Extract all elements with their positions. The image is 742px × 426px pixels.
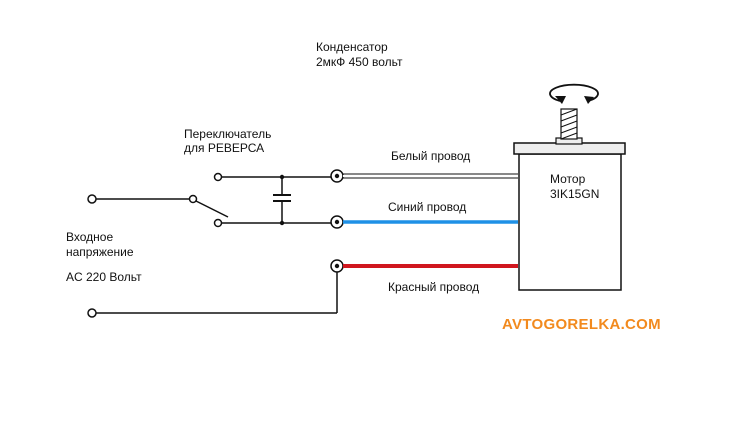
capacitor-label-line2: 2мкФ 450 вольт: [316, 55, 403, 69]
switch-label-line2: для РЕВЕРСА: [184, 141, 265, 155]
input-wire-bottom: [87, 272, 338, 318]
white-wire: [343, 173, 518, 179]
input-label-line3: AC 220 Вольт: [66, 270, 142, 284]
capacitor-icon: [273, 174, 291, 226]
motor-shaft-icon: [560, 108, 578, 140]
terminal-blue: [330, 215, 344, 229]
site-watermark: AVTOGORELKA.COM: [502, 316, 661, 333]
terminal-white: [330, 169, 344, 183]
input-label-line1: Входное: [66, 230, 114, 244]
blue-wire-label: Синий провод: [388, 200, 467, 214]
red-wire-label: Красный провод: [388, 280, 480, 294]
input-wire-top: [87, 194, 190, 204]
motor-label-line2: 3IK15GN: [550, 187, 600, 201]
switch-label-line1: Переключатель: [184, 127, 272, 141]
motor-icon: [513, 137, 626, 291]
motor-label-line1: Мотор: [550, 172, 586, 186]
terminal-red: [330, 259, 344, 273]
reverse-switch-icon: [188, 172, 229, 228]
rotation-arrows-icon: [549, 83, 599, 104]
white-wire-label: Белый провод: [391, 149, 471, 163]
input-label-line2: напряжение: [66, 245, 134, 259]
capacitor-label-line1: Конденсатор: [316, 40, 388, 54]
